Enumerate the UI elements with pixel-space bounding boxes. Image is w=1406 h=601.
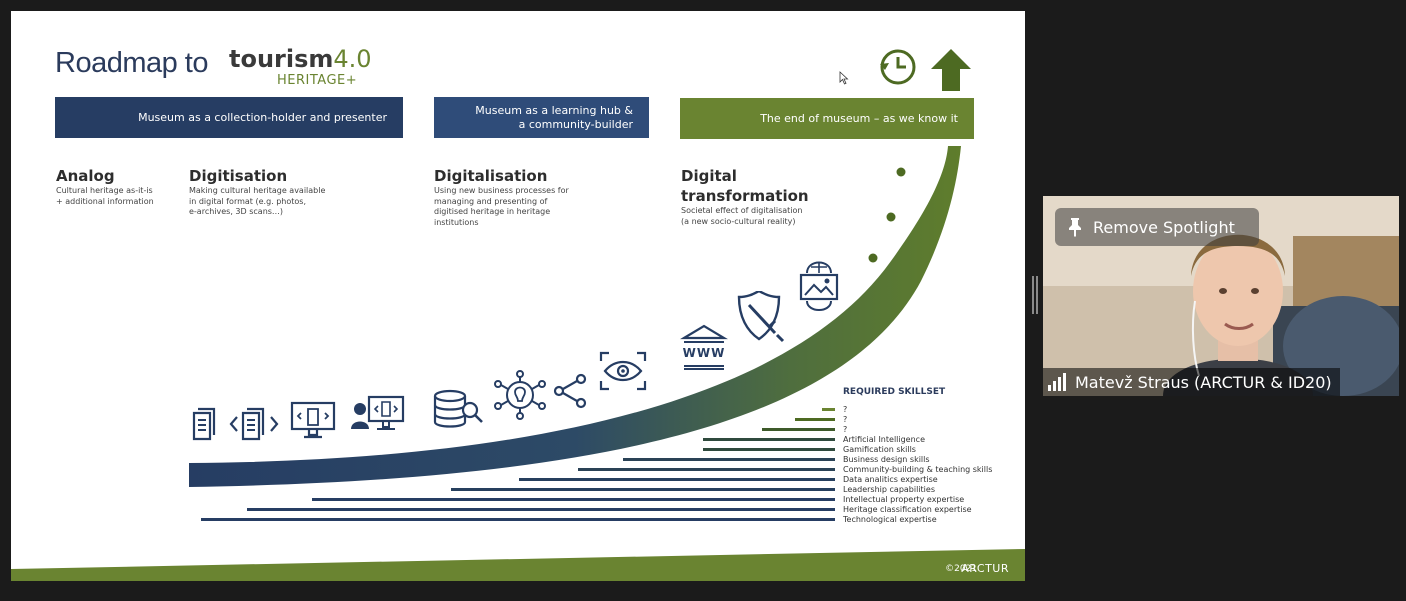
monitor-document-icon	[290, 401, 336, 439]
stage-title-line2: transformation	[681, 187, 809, 205]
skill-bar	[623, 458, 835, 461]
skill-label: Intellectual property expertise	[843, 495, 965, 504]
stage-digitalisation: Digitalisation Using new business proces…	[434, 166, 569, 228]
logo-subtitle: HERITAGE+	[277, 73, 358, 88]
stage-desc-line: managing and presenting of	[434, 196, 548, 206]
stage-desc-line: Societal effect of digitalisation	[681, 206, 803, 215]
stage-desc-line: + additional information	[56, 196, 154, 206]
stage-desc-line: Using new business processes for	[434, 186, 569, 195]
www-label: WWW	[682, 346, 726, 360]
mouse-cursor-icon	[839, 71, 849, 85]
skill-bar	[822, 408, 835, 411]
logo-version-text: 4.0	[333, 45, 372, 73]
document-icon	[192, 407, 216, 441]
skill-bar	[703, 448, 835, 451]
stage-desc-line: e-archives, 3D scans…)	[189, 207, 284, 216]
phase-bar-learning-hub: Museum as a learning hub & a community-b…	[434, 97, 649, 138]
stage-title-line1: Digital	[681, 167, 737, 185]
stage-title: Digitalisation	[434, 167, 548, 185]
skill-bar	[519, 478, 835, 481]
phase-label-line2: a community-builder	[518, 117, 633, 131]
skill-bar	[703, 438, 835, 441]
phase-label-line1: Museum as a learning hub &	[475, 103, 633, 117]
skill-label: Heritage classification expertise	[843, 505, 972, 514]
phase-bar-collection-holder: Museum as a collection-holder and presen…	[55, 97, 403, 138]
slide-title: Roadmap to	[55, 47, 209, 79]
share-icon	[553, 373, 587, 409]
skill-bar	[451, 488, 835, 491]
skill-label: Community-building & teaching skills	[843, 465, 993, 474]
stage-desc-line: institutions	[434, 217, 479, 227]
skill-bar	[201, 518, 835, 521]
skill-label: ?	[843, 405, 848, 414]
skill-label: Artificial Intelligence	[843, 435, 925, 444]
skill-bar	[762, 428, 835, 431]
phase-bar-end-of-museum: The end of museum – as we know it	[680, 98, 974, 139]
stage-digitisation: Digitisation Making cultural heritage av…	[189, 166, 325, 218]
stage-analog: Analog Cultural heritage as-it-is + addi…	[56, 166, 154, 207]
skill-bar	[795, 418, 835, 421]
www-museum-icon: WWW	[680, 324, 728, 370]
skills-header: REQUIRED SKILLSET	[843, 387, 946, 397]
participant-video-tile[interactable]: Remove Spotlight Matevž Straus (ARCTUR &…	[1043, 196, 1399, 396]
logo-main-text: tourism	[229, 45, 334, 73]
stage-desc-line: Making cultural heritage available	[189, 186, 326, 195]
stage-desc-line: digitised heritage in heritage	[434, 207, 551, 216]
user-computer-icon	[351, 395, 405, 430]
skill-label: ?	[843, 425, 848, 434]
digital-document-icon	[229, 407, 279, 441]
participant-name-tag: Matevž Straus (ARCTUR & ID20)	[1043, 368, 1340, 396]
skill-bar	[312, 498, 835, 501]
tourism-logo: tourism4.0	[229, 45, 372, 73]
skill-bar	[247, 508, 835, 511]
stage-title: Analog	[56, 167, 115, 185]
shield-sword-icon	[737, 291, 785, 343]
stage-title: Digitisation	[189, 167, 288, 185]
globe-image-icon	[799, 261, 839, 311]
panel-resize-handle[interactable]	[1031, 276, 1039, 314]
skill-label: ?	[843, 415, 848, 424]
presentation-slide: Roadmap to tourism4.0 HERITAGE+ Museum a…	[11, 11, 1025, 581]
skill-label: Technological expertise	[843, 515, 937, 524]
skill-bar	[578, 468, 835, 471]
skill-label: Business design skills	[843, 455, 930, 464]
stage-desc-line: Cultural heritage as-it-is	[56, 186, 153, 195]
phase-label: Museum as a collection-holder and presen…	[138, 110, 387, 124]
museum-roof-icon	[680, 324, 728, 370]
remove-spotlight-label: Remove Spotlight	[1093, 217, 1235, 237]
skill-label: Gamification skills	[843, 445, 916, 454]
stage-desc-line: (a new socio-cultural reality)	[681, 216, 796, 226]
pin-icon	[1069, 218, 1081, 237]
stage-digital-transformation: Digital transformation Societal effect o…	[681, 166, 809, 227]
growth-curve	[189, 146, 961, 487]
stage-desc-line: in digital format (e.g. photos,	[189, 196, 307, 206]
phase-label: The end of museum – as we know it	[760, 111, 958, 125]
database-search-icon	[433, 389, 483, 428]
footer-stripe	[11, 549, 1025, 581]
arctur-logo: ARCTUR	[961, 562, 1009, 575]
eye-view-icon	[599, 351, 647, 391]
arrow-up-icon	[931, 49, 971, 91]
skill-label: Data analitics expertise	[843, 475, 938, 484]
history-clock-icon	[880, 49, 916, 85]
signal-strength-icon	[1048, 373, 1066, 391]
copyright-text: ©2021	[945, 564, 977, 574]
participant-name: Matevž Straus (ARCTUR & ID20)	[1075, 372, 1332, 392]
remove-spotlight-button[interactable]: Remove Spotlight	[1055, 208, 1259, 246]
skill-label: Leadership capabilities	[843, 485, 935, 494]
idea-network-icon	[494, 370, 546, 420]
